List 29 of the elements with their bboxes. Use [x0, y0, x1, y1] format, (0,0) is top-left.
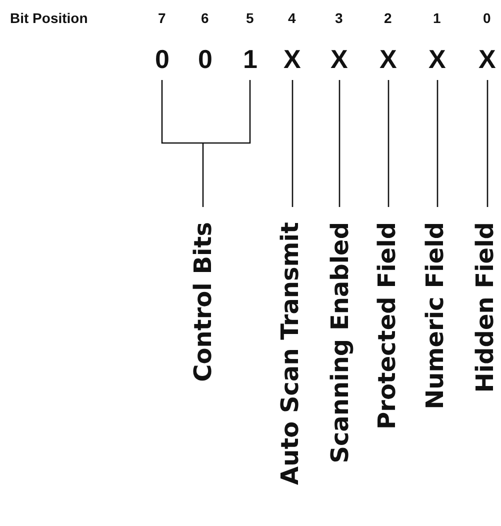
leader-line [486, 80, 488, 207]
bit-value: X [478, 46, 496, 72]
leader-line [436, 80, 438, 207]
leader-line [388, 80, 390, 207]
bit-position-number: 2 [384, 11, 392, 25]
bit-position-number: 6 [201, 11, 209, 25]
bit-position-number: 3 [335, 11, 343, 25]
row-heading: Bit Position [10, 11, 88, 25]
leader-line [338, 80, 340, 207]
bit-value: X [330, 46, 348, 72]
field-label: Hidden Field [473, 222, 497, 393]
bracket-line [161, 79, 251, 208]
field-label: Control Bits [191, 222, 215, 382]
field-label: Protected Field [375, 222, 399, 430]
bit-position-number: 5 [246, 11, 254, 25]
bit-value: 0 [155, 46, 170, 72]
bit-position-number: 0 [483, 11, 491, 25]
bit-position-number: 1 [433, 11, 441, 25]
bit-value: 1 [243, 46, 258, 72]
bit-value: X [284, 46, 301, 72]
bit-position-number: 7 [158, 11, 166, 25]
leader-line [292, 80, 294, 207]
bit-position-number: 4 [288, 11, 296, 25]
field-label: Auto Scan Transmit [278, 222, 302, 485]
bit-value: X [380, 46, 397, 72]
bit-value: X [428, 46, 446, 72]
bit-value: 0 [198, 46, 212, 72]
field-label: Scanning Enabled [328, 222, 352, 464]
field-label: Numeric Field [423, 222, 447, 410]
